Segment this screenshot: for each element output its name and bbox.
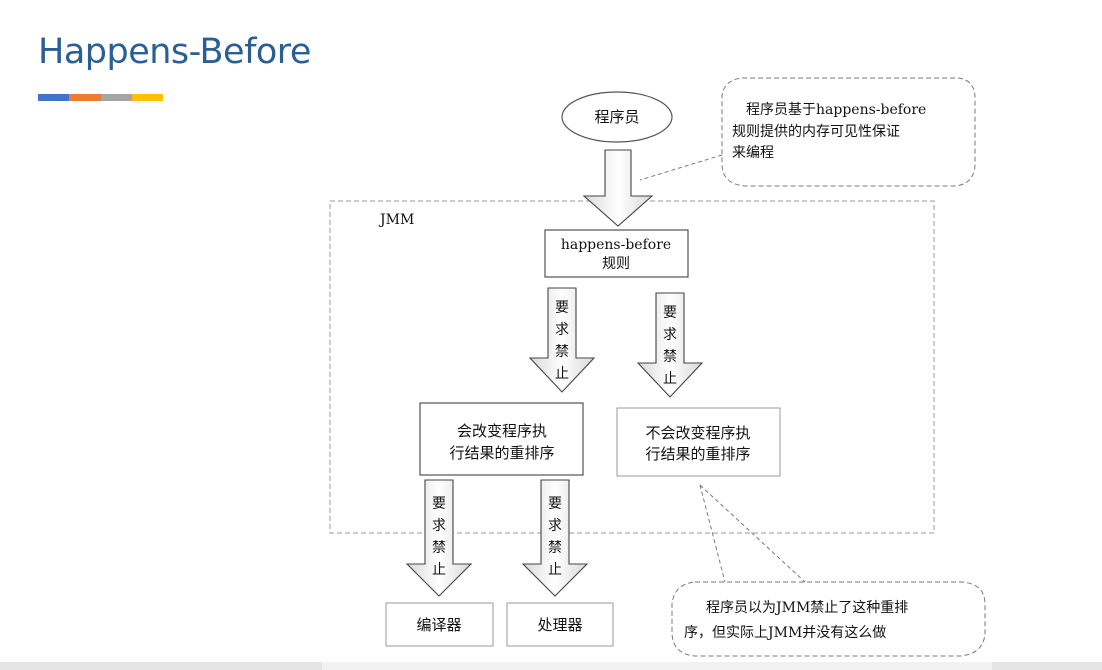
top-note-cloud (721, 77, 976, 187)
changes-result-line-1: 会改变程序执 (457, 422, 547, 440)
not-changes-result-line-2: 行结果的重排序 (645, 445, 750, 463)
bottom-note-connector-2 (699, 484, 726, 583)
not-changes-result-line-1: 不会改变程序执 (645, 424, 750, 442)
forbid-char-4: 止 (555, 366, 569, 382)
forbid-char-1: 要 (555, 300, 569, 316)
forbid-char-1: 要 (548, 496, 562, 512)
changes-result-line-2: 行结果的重排序 (449, 444, 554, 462)
forbid-char-1: 要 (663, 305, 677, 321)
forbid-char-2: 求 (548, 518, 562, 534)
forbid-char-3: 禁 (548, 540, 562, 556)
top-note-line-1: 程序员基于happens-before (746, 101, 926, 118)
forbid-char-2: 求 (555, 322, 569, 338)
jmm-label: JMM (378, 212, 414, 228)
forbid-char-1: 要 (432, 496, 446, 512)
bottom-note-cloud (671, 581, 986, 657)
bottom-note-line-2: 序，但实际上JMM并没有这么做 (684, 624, 886, 641)
forbid-char-3: 禁 (555, 344, 569, 360)
forbid-char-2: 求 (432, 518, 446, 534)
forbid-char-3: 禁 (432, 540, 446, 556)
accent-orange (69, 94, 101, 101)
bottom-note-line-1: 程序员以为JMM禁止了这种重排 (706, 599, 908, 616)
programmer-label: 程序员 (594, 108, 639, 126)
compiler-box (385, 602, 494, 647)
arrow-programmer-to-rules (582, 149, 654, 227)
hb-rules-box (544, 229, 689, 278)
programmer-node (561, 91, 673, 143)
compiler-label: 编译器 (416, 616, 461, 634)
forbid-char-3: 禁 (663, 349, 677, 365)
slide-title: Happens-Before (38, 32, 311, 72)
arrow-forbid-not-changing: 要 求 禁 止 (636, 292, 704, 398)
processor-label: 处理器 (537, 616, 582, 634)
arrow-forbid-changing: 要 求 禁 止 (528, 287, 596, 393)
top-note-line-3: 来编程 (732, 145, 774, 161)
arrow-forbid-processor: 要 求 禁 止 (521, 479, 589, 597)
jmm-boundary (329, 200, 935, 534)
title-accent-bar (38, 94, 163, 101)
hb-rules-line-2: 规则 (602, 256, 630, 272)
not-changes-result-box (616, 407, 781, 477)
bottom-note-connector-1 (699, 484, 806, 583)
forbid-char-4: 止 (432, 562, 446, 578)
arrow-forbid-compiler: 要 求 禁 止 (405, 479, 473, 597)
forbid-char-2: 求 (663, 327, 677, 343)
accent-blue (38, 94, 70, 101)
changes-result-box (419, 402, 584, 476)
accent-yellow (131, 94, 163, 101)
hb-rules-line-1: happens-before (561, 237, 671, 253)
forbid-char-4: 止 (548, 562, 562, 578)
forbid-char-4: 止 (663, 371, 677, 387)
top-note-line-2: 规则提供的内存可见性保证 (732, 124, 900, 140)
processor-box (506, 602, 614, 647)
bottom-band (0, 662, 1102, 670)
bottom-band-highlight (322, 662, 992, 670)
top-note-connector (639, 154, 723, 181)
accent-gray (100, 94, 132, 101)
